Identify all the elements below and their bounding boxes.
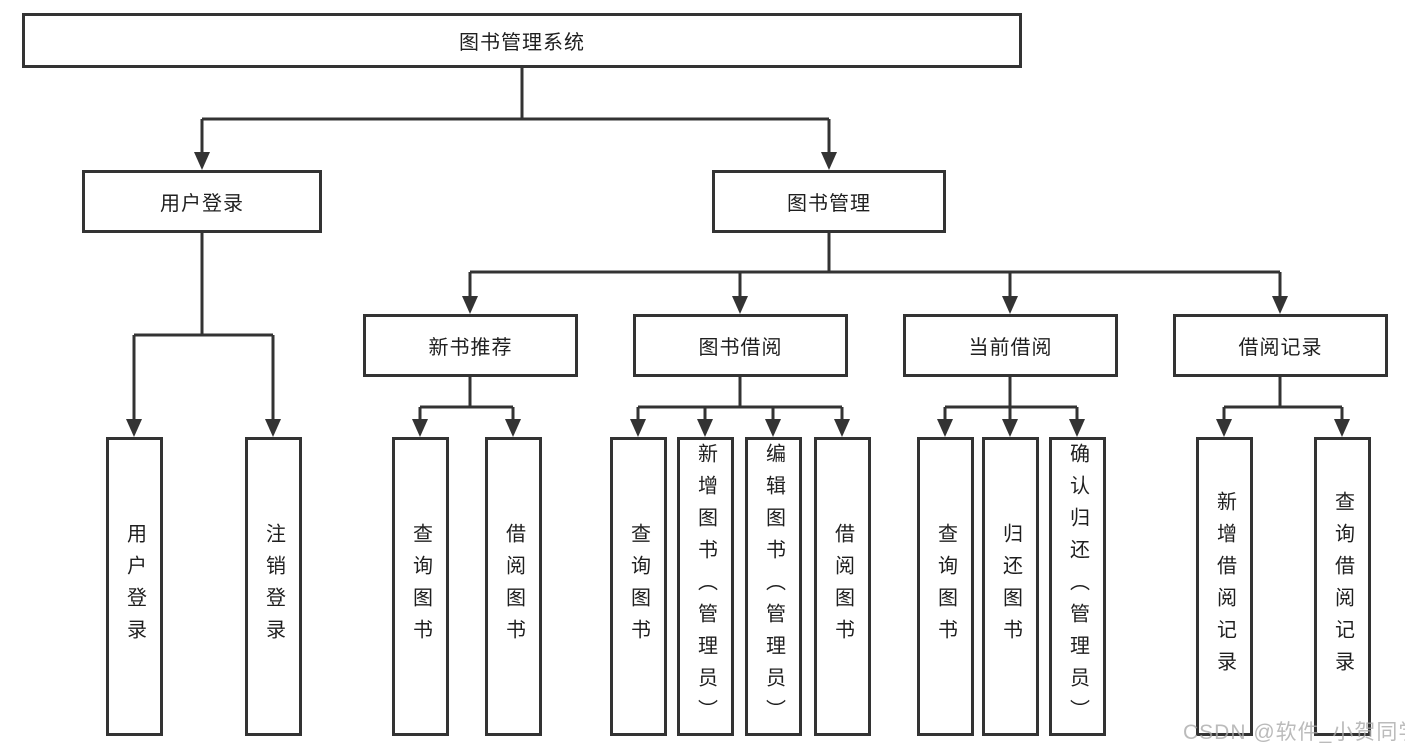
leaf-edit-book-admin: 编辑图书（管理员） xyxy=(745,437,802,736)
node-book-borrowing-label: 图书借阅 xyxy=(698,337,783,359)
connector-root-split xyxy=(194,68,837,170)
leaf-confirm-return-admin: 确认归还（管理员） xyxy=(1049,437,1106,736)
node-new-book-recommendation-label: 新书推荐 xyxy=(428,337,513,359)
connector-new-book-split xyxy=(412,377,521,437)
leaf-add-borrow-record-label: 新增借阅记录 xyxy=(1213,490,1236,683)
node-user-login-label: 用户登录 xyxy=(160,193,244,215)
node-new-book-recommendation: 新书推荐 xyxy=(363,314,578,377)
connector-current-borrow-split xyxy=(937,377,1085,437)
leaf-query-books-borrowing: 查询图书 xyxy=(610,437,667,736)
leaf-borrow-books-recommend: 借阅图书 xyxy=(485,437,542,736)
node-borrowing-records: 借阅记录 xyxy=(1173,314,1388,377)
leaf-query-books-recommend-label: 查询图书 xyxy=(409,522,432,651)
connector-user-login-split xyxy=(126,233,281,437)
node-book-management: 图书管理 xyxy=(712,170,946,233)
leaf-user-login: 用户登录 xyxy=(106,437,163,736)
leaf-confirm-return-admin-label: 确认归还（管理员） xyxy=(1066,442,1089,731)
node-user-login: 用户登录 xyxy=(82,170,322,233)
leaf-query-books-borrowing-label: 查询图书 xyxy=(627,522,650,651)
connector-borrow-record-split xyxy=(1216,377,1350,437)
leaf-query-borrow-record-label: 查询借阅记录 xyxy=(1331,490,1354,683)
leaf-add-book-admin-label: 新增图书（管理员） xyxy=(694,442,717,731)
node-book-borrowing: 图书借阅 xyxy=(633,314,848,377)
leaf-add-book-admin: 新增图书（管理员） xyxy=(677,437,734,736)
leaf-query-books-current: 查询图书 xyxy=(917,437,974,736)
leaf-query-books-current-label: 查询图书 xyxy=(934,522,957,651)
leaf-logout-login-label: 注销登录 xyxy=(262,522,285,651)
leaf-query-borrow-record: 查询借阅记录 xyxy=(1314,437,1371,736)
leaf-logout-login: 注销登录 xyxy=(245,437,302,736)
csdn-watermark: CSDN @软件_小贺同学 xyxy=(1183,721,1405,744)
leaf-borrow-books-borrowing: 借阅图书 xyxy=(814,437,871,736)
leaf-return-books-label: 归还图书 xyxy=(999,522,1022,651)
node-root-label: 图书管理系统 xyxy=(459,32,585,54)
node-book-management-label: 图书管理 xyxy=(787,193,871,215)
leaf-query-books-recommend: 查询图书 xyxy=(392,437,449,736)
leaf-add-borrow-record: 新增借阅记录 xyxy=(1196,437,1253,736)
leaf-edit-book-admin-label: 编辑图书（管理员） xyxy=(762,442,785,731)
leaf-user-login-label: 用户登录 xyxy=(123,522,146,651)
node-current-borrowing-label: 当前借阅 xyxy=(968,337,1053,359)
leaf-borrow-books-borrowing-label: 借阅图书 xyxy=(831,522,854,651)
node-borrowing-records-label: 借阅记录 xyxy=(1238,337,1323,359)
connector-book-management-split xyxy=(462,233,1288,314)
node-current-borrowing: 当前借阅 xyxy=(903,314,1118,377)
node-root-library-system: 图书管理系统 xyxy=(22,13,1022,68)
leaf-return-books: 归还图书 xyxy=(982,437,1039,736)
connector-book-borrow-split xyxy=(630,377,850,437)
leaf-borrow-books-recommend-label: 借阅图书 xyxy=(502,522,525,651)
